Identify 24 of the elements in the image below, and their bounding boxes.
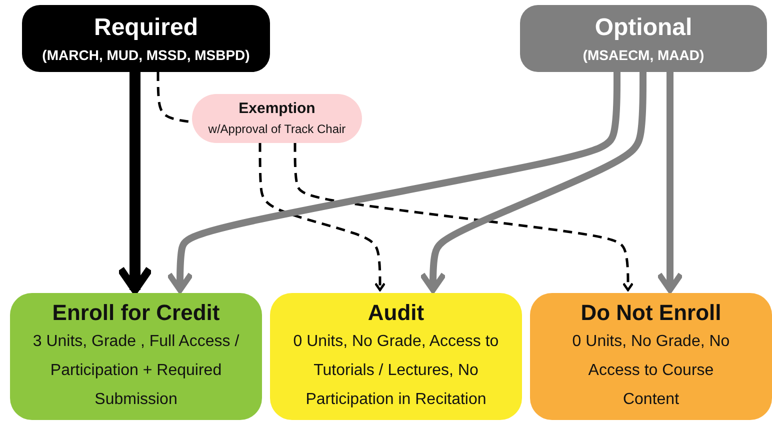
option-box <box>530 293 772 420</box>
description: w/Approval of Track Chair <box>208 121 346 138</box>
description: (MARCH, MUD, MSSD, MSBPD) <box>42 46 250 64</box>
description: (MSAECM, MAAD) <box>582 46 704 64</box>
option-box <box>520 5 767 72</box>
heading: Do Not Enroll <box>580 299 722 327</box>
option-box <box>10 293 262 420</box>
description: 0 Units, No Grade, No Access to Course Content <box>571 332 731 410</box>
heading: Required <box>94 12 198 43</box>
dashed-arrow <box>294 143 634 292</box>
heading: Optional <box>594 12 692 43</box>
option-box <box>22 5 270 72</box>
heading: Audit <box>368 299 424 327</box>
description: 3 Units, Grade , Full Access / Participation + Required Submission <box>32 332 240 410</box>
heading: Enroll for Credit <box>52 299 220 327</box>
option-box <box>270 293 522 420</box>
note-pill <box>192 94 362 143</box>
arrow <box>419 72 646 293</box>
arrow <box>116 72 154 294</box>
arrow <box>166 72 620 293</box>
dashed-arrow <box>258 143 386 292</box>
heading: Exemption <box>238 100 316 118</box>
description: 0 Units, No Grade, Access to Tutorials / Lectures, No Participation in Recitation <box>292 332 500 410</box>
arrow <box>656 72 684 293</box>
